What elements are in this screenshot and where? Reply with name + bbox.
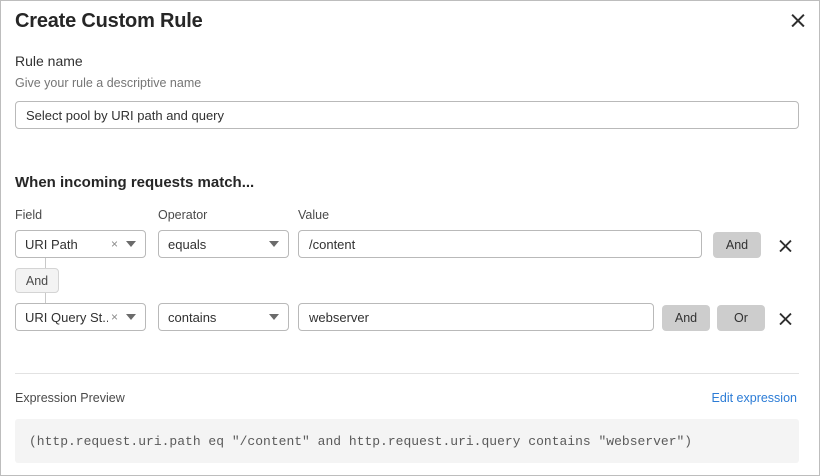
row-1-field-select[interactable]: URI Path × bbox=[15, 230, 146, 258]
chevron-down-icon bbox=[126, 314, 136, 320]
row-1-operator-value: equals bbox=[168, 236, 207, 252]
row-1-field-clear-icon[interactable]: × bbox=[110, 237, 118, 251]
close-icon-glyph bbox=[778, 312, 792, 325]
expression-preview-label: Expression Preview bbox=[15, 391, 125, 405]
rule-name-input[interactable] bbox=[15, 101, 799, 129]
column-label-value: Value bbox=[298, 208, 330, 222]
rule-name-help-text: Give your rule a descriptive name bbox=[15, 76, 202, 90]
row-2-operator-select[interactable]: contains bbox=[158, 303, 289, 331]
row-2-field-value: URI Query St... bbox=[25, 309, 108, 325]
row-1-operator-select[interactable]: equals bbox=[158, 230, 289, 258]
match-section-heading: When incoming requests match... bbox=[15, 174, 255, 191]
column-label-operator: Operator bbox=[158, 208, 208, 222]
row-2-and-button[interactable]: And bbox=[662, 305, 710, 331]
close-icon[interactable] bbox=[785, 7, 811, 33]
row-1-and-button[interactable]: And bbox=[713, 232, 761, 258]
close-icon-glyph bbox=[778, 239, 792, 252]
row-2-value-input[interactable] bbox=[298, 303, 654, 331]
row-2-or-button[interactable]: Or bbox=[717, 305, 765, 331]
rule-name-label: Rule name bbox=[15, 53, 83, 69]
row-1-remove-icon[interactable] bbox=[774, 234, 796, 256]
section-divider bbox=[15, 373, 799, 374]
row-2-field-select[interactable]: URI Query St... × bbox=[15, 303, 146, 331]
dialog-title: Create Custom Rule bbox=[15, 10, 203, 32]
condition-connector-and-badge[interactable]: And bbox=[15, 268, 59, 293]
edit-expression-link[interactable]: Edit expression bbox=[711, 391, 797, 405]
row-1-value-input[interactable] bbox=[298, 230, 702, 258]
row-2-field-clear-icon[interactable]: × bbox=[110, 310, 118, 324]
chevron-down-icon bbox=[269, 241, 279, 247]
close-icon-glyph bbox=[791, 14, 805, 27]
chevron-down-icon bbox=[126, 241, 136, 247]
row-2-remove-icon[interactable] bbox=[774, 307, 796, 329]
expression-preview-code: (http.request.uri.path eq "/content" and… bbox=[15, 419, 799, 463]
row-2-operator-value: contains bbox=[168, 309, 217, 325]
chevron-down-icon bbox=[269, 314, 279, 320]
column-label-field: Field bbox=[15, 208, 43, 222]
row-1-field-value: URI Path bbox=[25, 236, 78, 252]
